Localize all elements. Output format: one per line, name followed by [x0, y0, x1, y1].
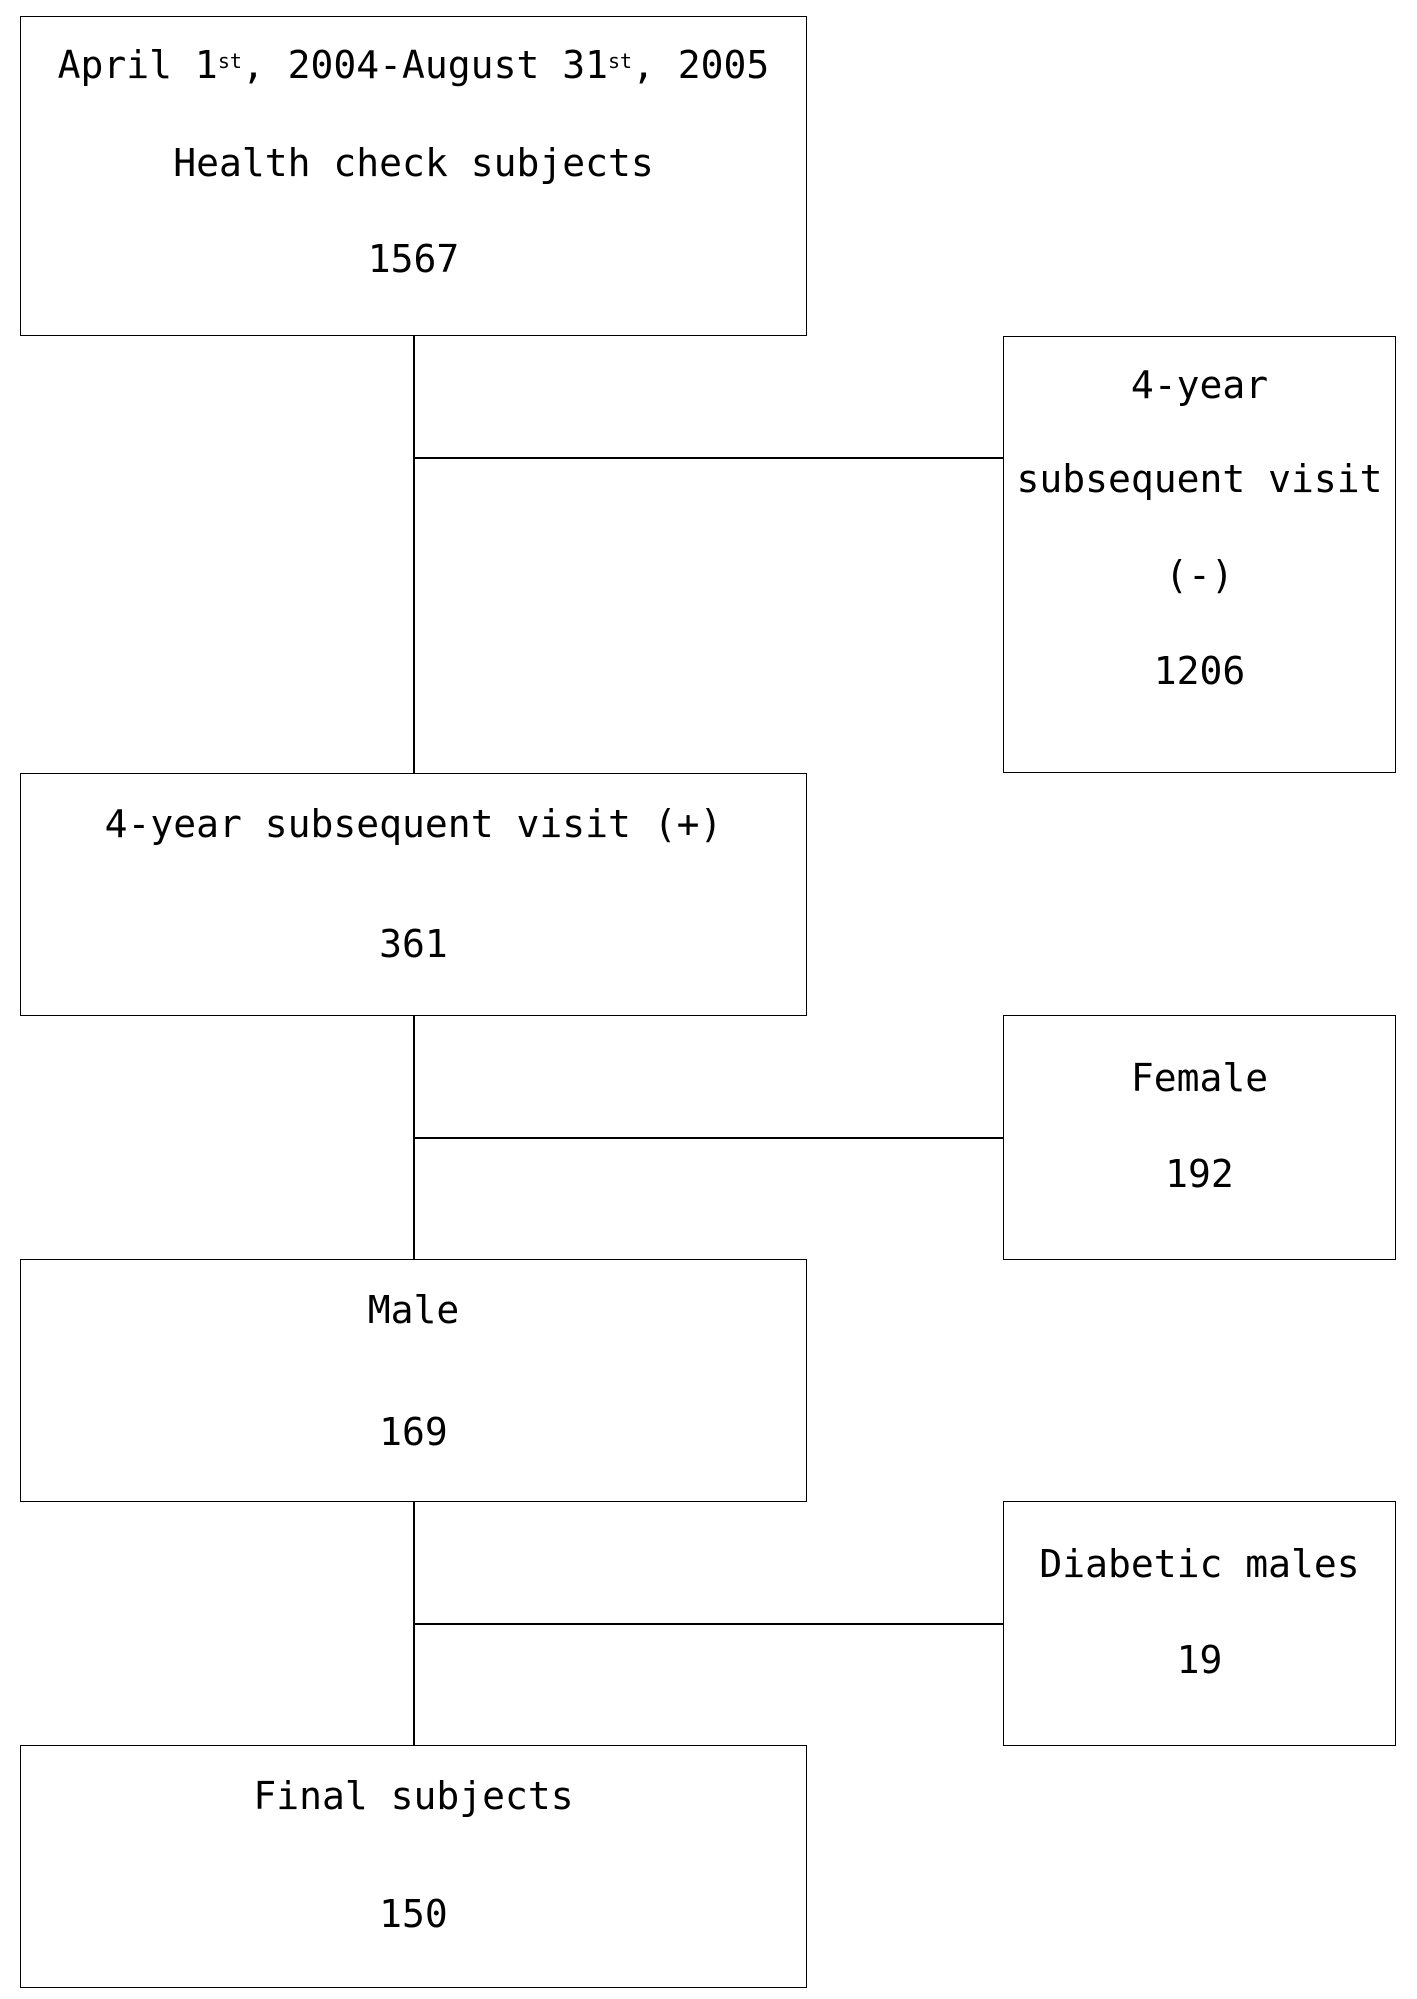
branch-no-visit — [413, 457, 1004, 459]
box-label-line3: (-) — [1165, 553, 1234, 597]
box-label-line1: 4-year — [1130, 363, 1269, 407]
box-label: Final subjects — [253, 1774, 574, 1818]
box-label-line2: subsequent visit — [1016, 457, 1383, 501]
box-count: 361 — [379, 922, 448, 966]
date-range: April 1st, 2004-August 31st, 2005 — [57, 43, 770, 87]
box-excluded-no-visit: 4-year subsequent visit (-) 1206 — [1003, 336, 1396, 773]
box-count: 1206 — [1153, 649, 1246, 693]
branch-female — [413, 1137, 1004, 1139]
branch-diabetic — [413, 1623, 1004, 1625]
box-label: 4-year subsequent visit (+) — [104, 802, 723, 846]
connector-start-to-visit — [413, 336, 415, 773]
box-label: Female — [1130, 1056, 1269, 1100]
box-count: 169 — [379, 1410, 448, 1454]
box-label: Health check subjects — [173, 141, 654, 185]
box-final-subjects: Final subjects 150 — [20, 1745, 807, 1988]
box-label: Male — [367, 1288, 460, 1332]
box-male: Male 169 — [20, 1259, 807, 1502]
box-visit-plus: 4-year subsequent visit (+) 361 — [20, 773, 807, 1016]
box-excluded-female: Female 192 — [1003, 1015, 1396, 1260]
box-count: 1567 — [367, 237, 460, 281]
box-excluded-diabetic: Diabetic males 19 — [1003, 1501, 1396, 1746]
box-count: 150 — [379, 1892, 448, 1936]
box-count: 192 — [1165, 1152, 1234, 1196]
box-health-check-subjects: April 1st, 2004-August 31st, 2005 Health… — [20, 16, 807, 336]
box-label: Diabetic males — [1039, 1542, 1360, 1586]
box-count: 19 — [1176, 1638, 1223, 1682]
